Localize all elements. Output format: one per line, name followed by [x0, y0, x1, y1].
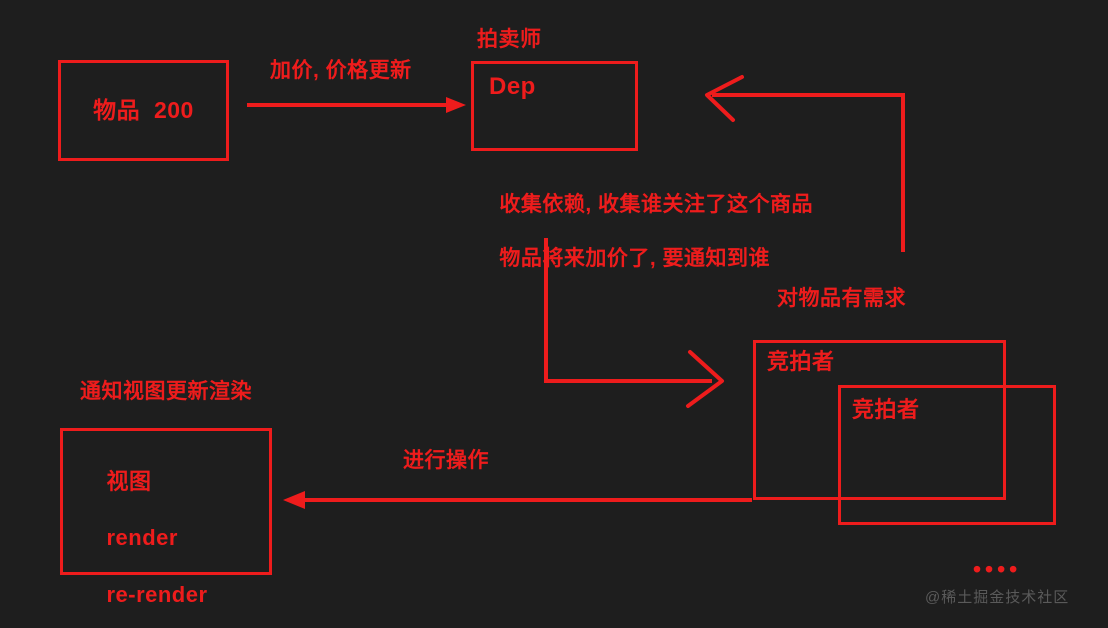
edge-label-item-to-dep: 加价, 价格更新 — [270, 59, 412, 82]
arrow-bidders-to-view — [283, 491, 752, 509]
dep-note: 收集依赖, 收集谁关注了这个商品 物品将来加价了, 要通知到谁 — [474, 165, 813, 299]
dep-note-line-2: 物品将来加价了, 要通知到谁 — [499, 246, 771, 270]
item-box-label: 物品 200 — [93, 97, 194, 123]
watermark: @稀土掘金技术社区 — [925, 589, 1070, 606]
bidders-more-indicator: •••• — [973, 556, 1022, 582]
view-line-1: 视图 — [106, 469, 152, 495]
bidder-box-1 — [753, 340, 1006, 500]
edge-label-bidders-to-view: 进行操作 — [403, 449, 489, 472]
dep-box-label: Dep — [489, 73, 536, 100]
bidders-caption: 对物品有需求 — [777, 287, 906, 310]
bidder-box-2 — [838, 385, 1056, 525]
item-box — [58, 60, 229, 161]
bidder-box-2-label: 竞拍者 — [852, 397, 920, 422]
view-line-2: render — [106, 525, 178, 551]
dep-caption: 拍卖师 — [477, 28, 542, 51]
bidder-box-1-label: 竞拍者 — [767, 349, 835, 374]
view-caption: 通知视图更新渲染 — [80, 380, 252, 403]
dep-box — [471, 61, 638, 151]
view-box-label: 视图 render re-render ... — [80, 440, 208, 628]
arrow-item-to-dep — [247, 97, 466, 113]
dep-note-line-1: 收集依赖, 收集谁关注了这个商品 — [499, 192, 814, 216]
view-box — [60, 428, 272, 575]
view-line-3: re-render — [106, 581, 208, 607]
